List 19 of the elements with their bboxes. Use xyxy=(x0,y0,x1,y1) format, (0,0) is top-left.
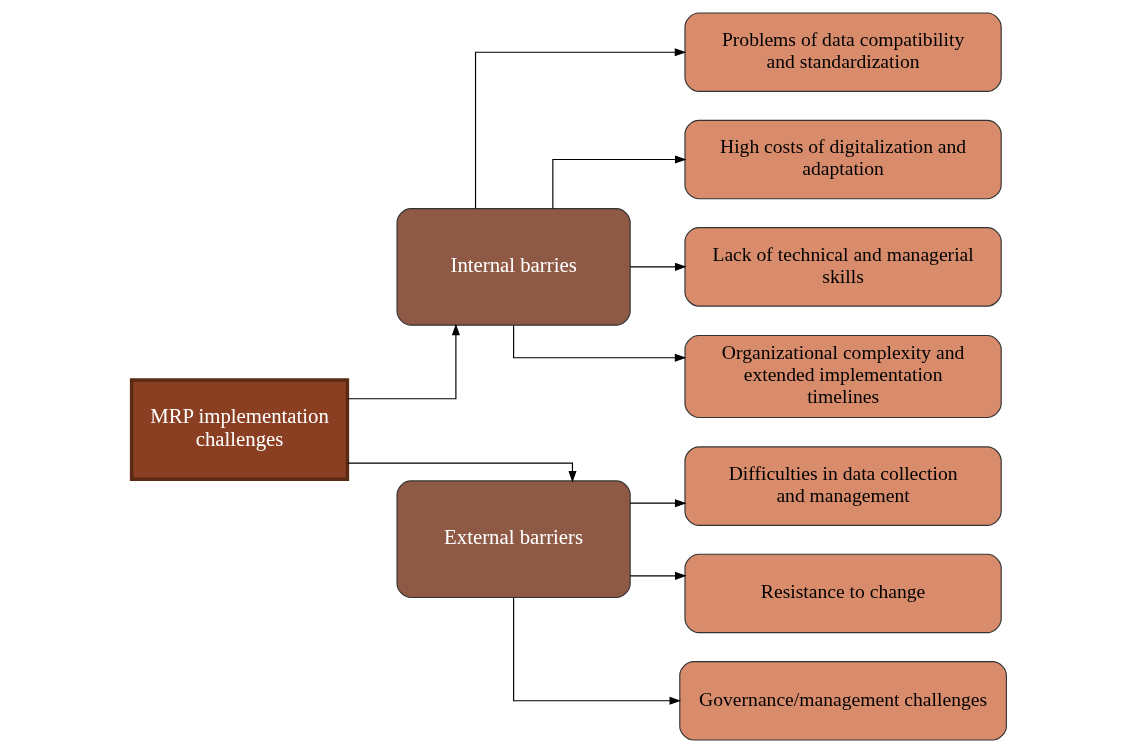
node-box: Difficulties in data collection and management xyxy=(683,446,1002,526)
node-box: Problems of data compatibility and standardization xyxy=(683,12,1002,93)
arrow xyxy=(474,48,686,209)
arrow xyxy=(551,155,687,210)
node-box: Organizational complexity and extended implementation timelines xyxy=(683,334,1002,419)
node-box: Governance/management challenges xyxy=(678,660,1007,741)
node-box: Lack of technical and managerial skills xyxy=(683,227,1002,307)
node-box: High costs of digitalization and adaptation xyxy=(683,119,1002,200)
node-box: Resistance to change xyxy=(683,553,1002,634)
arrow xyxy=(346,462,576,483)
arrow xyxy=(629,499,687,508)
arrow xyxy=(629,571,687,580)
arrow xyxy=(346,323,460,400)
node-box: MRP implementation challenges xyxy=(129,378,349,481)
arrow xyxy=(512,596,681,705)
arrow xyxy=(512,324,686,362)
node-box: External barriers xyxy=(395,480,631,599)
arrow xyxy=(629,262,687,271)
node-box: Internal barries xyxy=(395,208,631,326)
